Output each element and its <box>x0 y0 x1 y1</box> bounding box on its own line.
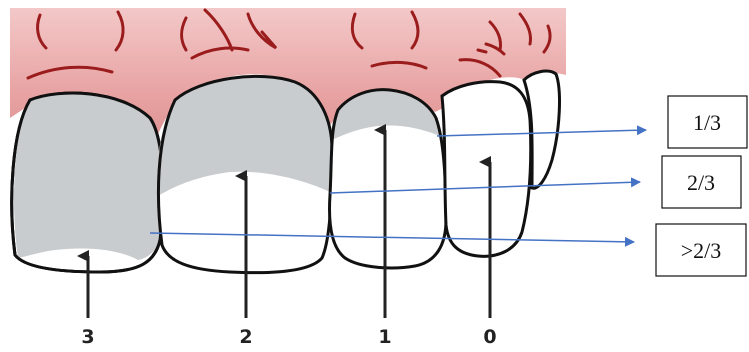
label-tooth-0: 0 <box>483 326 496 348</box>
callout-more-than-two-thirds-label: >2/3 <box>681 238 722 263</box>
tooth-0-outline <box>442 82 531 257</box>
tooth-0 <box>442 71 559 256</box>
tooth-3-plaque <box>14 93 163 260</box>
callout-one-third-label: 1/3 <box>693 110 721 135</box>
tooth-1 <box>330 90 446 268</box>
label-tooth-1: 1 <box>378 326 391 348</box>
callout-one-third: 1/3 <box>668 96 747 148</box>
tooth-3 <box>12 93 163 272</box>
callout-two-thirds: 2/3 <box>662 156 741 208</box>
label-tooth-2: 2 <box>239 326 252 348</box>
tooth-number-labels: 3 2 1 0 <box>81 326 496 348</box>
callout-two-thirds-label: 2/3 <box>687 170 715 195</box>
callout-more-than-two-thirds: >2/3 <box>656 224 746 276</box>
label-tooth-3: 3 <box>81 326 94 348</box>
